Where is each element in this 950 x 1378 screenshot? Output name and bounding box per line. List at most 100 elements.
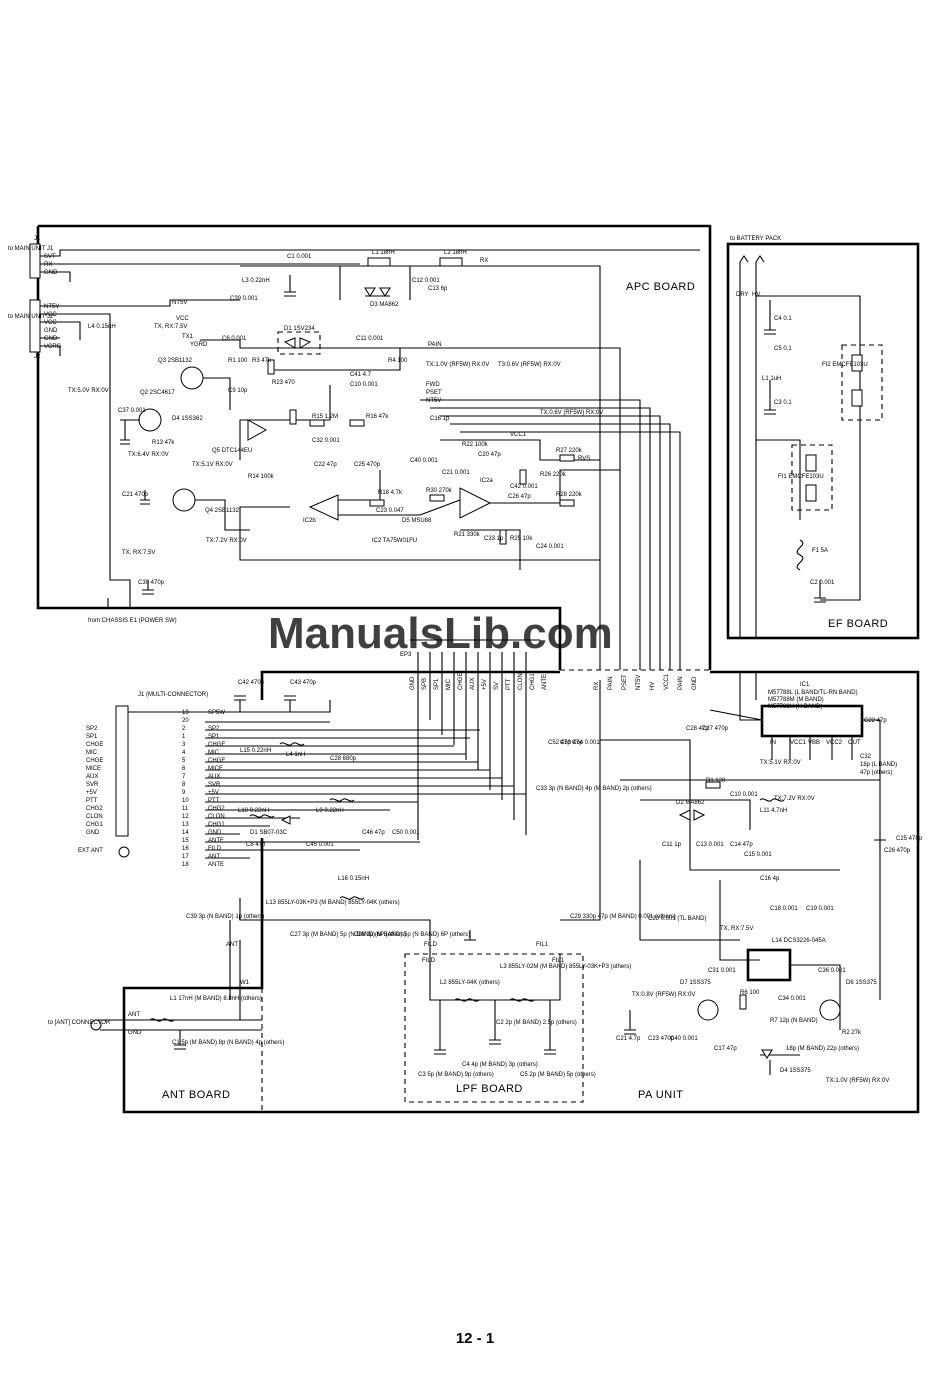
pa-pin: VCC1 bbox=[664, 673, 670, 690]
pa-label: M57788L (L BAND/TL-RN BAND) bbox=[768, 690, 858, 696]
pin-number: 8 bbox=[182, 782, 186, 788]
apc-label: C9 10p bbox=[228, 388, 248, 394]
apc-label: R3 47k bbox=[252, 358, 272, 364]
apc-label: FWD bbox=[426, 382, 440, 388]
apc-label: C11 0.001 bbox=[356, 336, 384, 342]
pa-label: L14 DCS3226-045A bbox=[772, 938, 826, 944]
ef-label: DRY bbox=[736, 292, 749, 298]
j2-pin-4: GND bbox=[44, 328, 58, 334]
pa-label: TX:5.1V RX:0V bbox=[760, 760, 801, 766]
pin-number: 7 bbox=[182, 774, 186, 780]
pa-label: C27 470p bbox=[702, 726, 729, 732]
ep3-pin: CLON bbox=[518, 673, 524, 690]
apc-label: R16 47k bbox=[366, 414, 389, 420]
apc-label: D5 MSU88 bbox=[402, 518, 432, 524]
pin-number: 9 bbox=[182, 790, 186, 796]
battery-label: to BATTERY PACK bbox=[730, 236, 781, 242]
apc-label: C23 0.047 bbox=[376, 508, 404, 514]
pa-label: C20 0.001 (TL BAND) bbox=[648, 916, 706, 922]
apc-label: C21 470p bbox=[122, 492, 149, 498]
apc-label: PSET bbox=[426, 390, 442, 396]
pin-signal: SVR bbox=[208, 782, 221, 788]
pa-label: C28 47p bbox=[686, 726, 709, 732]
apc-label: R28 220k bbox=[556, 492, 583, 498]
apc-label: R22 100k bbox=[462, 442, 489, 448]
pa-label: C25 470p bbox=[896, 836, 923, 842]
apc-label: C40 0.001 bbox=[410, 458, 438, 464]
ant-circuit bbox=[90, 988, 262, 1050]
multi-connector: J1 (MULTI-CONNECTOR) EXT ANT bbox=[78, 692, 526, 859]
apc-label: C20 47p bbox=[478, 452, 501, 458]
part-label: C45 0.001 bbox=[306, 842, 334, 848]
part-label: ANT bbox=[226, 942, 238, 948]
side-label: +5V bbox=[86, 790, 97, 796]
part-label: C43 470p bbox=[290, 680, 317, 686]
apc-label: L4 0.15nH bbox=[88, 324, 116, 330]
j1-pin-gnd: GND bbox=[44, 270, 58, 276]
connector-j1: J1 to MAIN UNIT J1 SVT RX GND bbox=[8, 236, 58, 279]
apc-label: R27 220k bbox=[556, 448, 583, 454]
apc-label: PAIN bbox=[428, 342, 442, 348]
pa-label: VBB bbox=[808, 740, 820, 746]
side-label: MICE bbox=[86, 766, 101, 772]
multi-components bbox=[229, 680, 601, 1000]
apc-label: IC2a bbox=[480, 478, 493, 484]
pin-number: 2 bbox=[182, 726, 186, 732]
voltage-note: VCC bbox=[176, 316, 189, 322]
ef-label: F1 5A bbox=[812, 548, 828, 554]
part-label: L15 0.22nH bbox=[240, 748, 271, 754]
part-label: L4 1nH bbox=[286, 752, 305, 758]
part-label: C28 680p bbox=[330, 756, 357, 762]
pa-label: R6 100 bbox=[740, 990, 760, 996]
watermark: ManualsLib.com bbox=[268, 609, 613, 658]
chassis-input: from CHASSIS E1 (POWER SW) bbox=[88, 598, 177, 624]
ep3-pin: ANTE bbox=[542, 674, 548, 690]
pin-number: 3 bbox=[182, 742, 186, 748]
pa-label: C10 0.001 bbox=[730, 792, 758, 798]
pa-pin: RX bbox=[594, 682, 600, 690]
voltage-note: TX:6.4V RX:0V bbox=[128, 452, 169, 458]
apc-label: IC2b bbox=[303, 518, 316, 524]
apc-label: C1 0.001 bbox=[287, 254, 312, 260]
apc-input-wires bbox=[40, 249, 700, 598]
pa-label: C16 4p bbox=[760, 876, 780, 882]
apc-label: R26 220k bbox=[540, 472, 567, 478]
apc-label: IC2 TA75W01FU bbox=[372, 538, 417, 544]
pa-label: C33 3p (N BAND) 4p (M BAND) 2p (others) bbox=[536, 786, 652, 792]
ef-label: FI2 EMCFE103U bbox=[822, 362, 868, 368]
part-label: D1 SB07-03C bbox=[250, 830, 288, 836]
ext-ant-label: EXT ANT bbox=[78, 848, 103, 854]
pin-signal: PTT bbox=[208, 798, 220, 804]
side-label: CHGE bbox=[86, 742, 103, 748]
pin-number: 20 bbox=[182, 718, 189, 724]
apc-label: C42 0.001 bbox=[510, 484, 538, 490]
apc-label: R1 100 bbox=[228, 358, 248, 364]
pa-label: IN bbox=[770, 740, 776, 746]
j2-ref: J2 bbox=[34, 354, 41, 360]
voltage-note: TX:5.1V RX:0V bbox=[192, 462, 233, 468]
side-label: SP1 bbox=[86, 734, 98, 740]
apc-label: C37 0.001 bbox=[118, 408, 146, 414]
apc-label: C25 470p bbox=[354, 462, 381, 468]
side-label: GND bbox=[86, 830, 100, 836]
apc-label: Q2 2SC4617 bbox=[140, 390, 175, 396]
part-label: L16 0.15nH bbox=[338, 876, 369, 882]
pin-signal: CHGE bbox=[208, 742, 225, 748]
pa-label: TX:0.8V (RF5W) RX:0V bbox=[632, 992, 695, 998]
ep3-ref: EP3 bbox=[400, 652, 412, 658]
part-label: C28 3p (M BAND) 5p (N BAND) 6P (others) bbox=[354, 932, 470, 938]
part-label: C54 0.001 bbox=[572, 740, 600, 746]
pin-signal: +5V bbox=[208, 790, 219, 796]
side-label: CLON bbox=[86, 814, 103, 820]
pin-number: 15 bbox=[182, 838, 189, 844]
ant-label: L1 17nH (M BAND) 8.8nH (others) bbox=[170, 996, 262, 1002]
pin-signal: MIC bbox=[208, 750, 220, 756]
side-label: SVR bbox=[86, 782, 99, 788]
apc-label: D3 MA862 bbox=[370, 302, 399, 308]
lpf-label: C2 2p (M BAND) 2.5p (others) bbox=[496, 1020, 577, 1026]
ef-label: C3 0.1 bbox=[774, 400, 792, 406]
pa-label: C29 330p 47p (M BAND) 0.001 (others) bbox=[570, 914, 676, 920]
pa-label: D6 1SS375 bbox=[846, 980, 877, 986]
pin-number: 5 bbox=[182, 758, 186, 764]
